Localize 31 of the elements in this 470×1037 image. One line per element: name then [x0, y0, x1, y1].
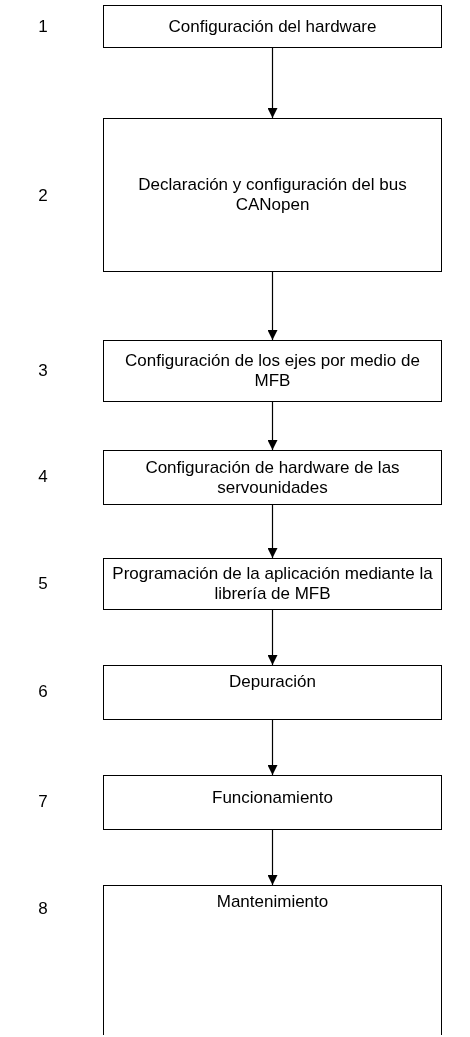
step-text: Mantenimiento — [215, 892, 330, 912]
step-text: Funcionamiento — [211, 788, 334, 808]
arrow — [267, 609, 278, 666]
process-box — [103, 885, 442, 1035]
arrow — [267, 47, 278, 119]
step-text: Configuración del hardware — [167, 16, 378, 37]
step-number: 5 — [37, 574, 49, 594]
process-box — [103, 340, 442, 402]
step-number: 1 — [37, 17, 49, 37]
step-number: 2 — [37, 186, 49, 206]
step-number: 8 — [37, 899, 49, 919]
process-box — [103, 450, 442, 505]
arrow — [267, 504, 278, 559]
step-number: 7 — [37, 792, 49, 812]
process-box — [103, 775, 442, 830]
step-number: 4 — [37, 467, 49, 487]
step-text: Programación de la aplicación mediante la librería de MFB — [111, 564, 434, 604]
arrow — [267, 829, 278, 886]
step-text: Configuración de los ejes por medio de MFB — [124, 351, 421, 391]
process-box — [103, 118, 442, 272]
arrow — [267, 401, 278, 451]
step-number: 3 — [37, 361, 49, 381]
arrow — [267, 271, 278, 341]
step-number: 6 — [37, 682, 49, 702]
arrow — [267, 719, 278, 776]
process-box — [103, 5, 442, 48]
step-text: Depuración — [228, 672, 317, 692]
step-text: Configuración de hardware de las servounidades — [144, 457, 401, 498]
process-box — [103, 665, 442, 720]
process-box — [103, 558, 442, 610]
step-text: Declaración y configuración del bus CANopen — [137, 175, 408, 215]
